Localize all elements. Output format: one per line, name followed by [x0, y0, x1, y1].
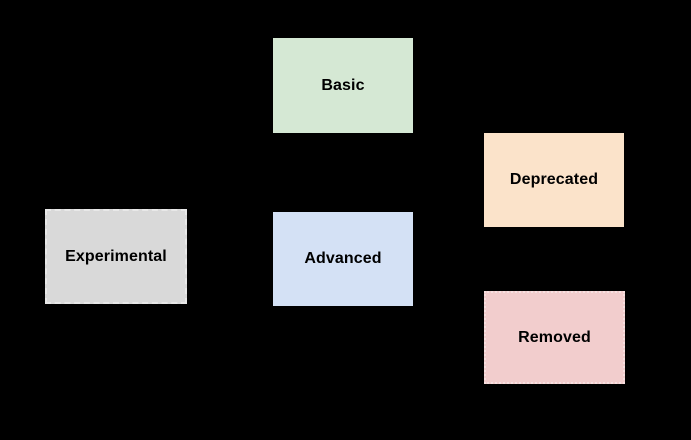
node-removed-label: Removed	[518, 328, 591, 346]
node-removed[interactable]: Removed	[484, 291, 625, 384]
node-deprecated-label: Deprecated	[509, 171, 599, 189]
node-advanced[interactable]: Advanced	[273, 212, 413, 306]
node-basic-label: Basic	[321, 76, 365, 94]
node-experimental[interactable]: Experimental	[45, 209, 187, 304]
node-advanced-label: Advanced	[304, 250, 382, 268]
node-deprecated[interactable]: Deprecated	[484, 133, 624, 227]
node-basic[interactable]: Basic	[273, 38, 413, 133]
node-experimental-label: Experimental	[65, 247, 167, 265]
